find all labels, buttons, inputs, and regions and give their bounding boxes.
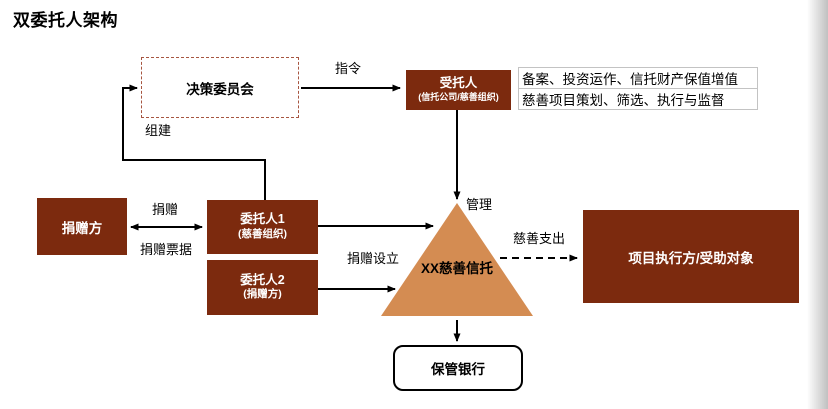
donor-box: 捐赠方 [37, 198, 127, 255]
duty-box-charity-projects: 慈善项目策划、筛选、执行与监督 [518, 88, 758, 110]
decision-committee-box: 决策委员会 [141, 57, 299, 118]
edge-label-donate: 捐赠 [151, 202, 179, 217]
custodian-bank-label: 保管银行 [431, 362, 485, 377]
edge-label-instruction: 指令 [334, 61, 362, 76]
page-edge-shadow [807, 0, 828, 409]
principal1-label: 委托人1 [240, 212, 285, 227]
custodian-bank-box: 保管银行 [393, 345, 523, 391]
principal2-sublabel: (捐赠方) [243, 288, 282, 301]
donor-label: 捐赠方 [61, 220, 103, 236]
edge-label-donation-receipt: 捐赠票据 [139, 242, 193, 257]
principal2-label: 委托人2 [240, 272, 285, 287]
executor-label: 项目执行方/受助对象 [628, 250, 754, 266]
executor-box: 项目执行方/受助对象 [583, 210, 799, 303]
edge-label-donation-setup: 捐赠设立 [346, 251, 400, 266]
edge-label-form: 组建 [145, 123, 172, 138]
principal2-box: 委托人2 (捐赠方) [207, 260, 318, 315]
trustee-sublabel: (信托公司/慈善组织) [418, 91, 499, 102]
duty-box-investment: 备案、投资运作、信托财产保值增值 [518, 67, 758, 89]
page-title: 双委托人架构 [13, 11, 118, 30]
principal1-box: 委托人1 (慈善组织) [207, 200, 318, 254]
trustee-box: 受托人 (信托公司/慈善组织) [406, 70, 511, 110]
trustee-duties-list: 备案、投资运作、信托财产保值增值 慈善项目策划、筛选、执行与监督 [518, 67, 758, 110]
edge-label-manage: 管理 [466, 197, 493, 212]
principal1-sublabel: (慈善组织) [238, 227, 287, 240]
edge-label-charitable-expenditure: 慈善支出 [512, 231, 566, 246]
trust-triangle-label: XX慈善信托 [420, 261, 493, 276]
decision-committee-label: 决策委员会 [186, 81, 254, 97]
trustee-label: 受托人 [439, 76, 478, 91]
